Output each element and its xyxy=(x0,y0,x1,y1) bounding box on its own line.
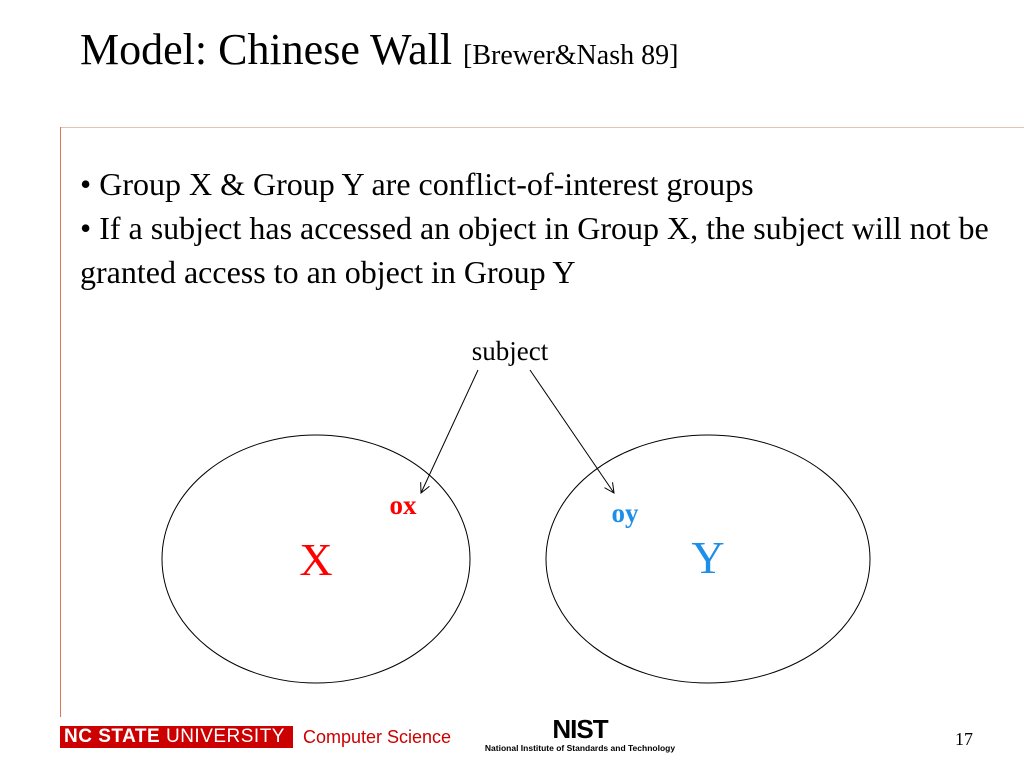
ncsu-wordmark-rest: UNIVERSITY xyxy=(160,726,285,747)
slide-title-main: Model: Chinese Wall xyxy=(80,25,464,74)
group-x-label: X xyxy=(299,534,332,585)
object-ox-label: ox xyxy=(390,490,418,520)
nist-logo: NIST National Institute of Standards and… xyxy=(454,716,706,756)
content-frame-left-rule xyxy=(60,127,61,717)
subject-label: subject xyxy=(472,336,549,366)
bullet-item: • Group X & Group Y are conflict-of-inte… xyxy=(80,166,754,202)
slide-title-citation: [Brewer&Nash 89] xyxy=(463,40,679,71)
ncsu-wordmark: NC STATE UNIVERSITY xyxy=(60,726,293,748)
access-arrow-to-ox xyxy=(421,369,479,493)
bullet-list: • Group X & Group Y are conflict-of-inte… xyxy=(80,162,1010,294)
page-number: 17 xyxy=(955,729,973,749)
content-frame-top-rule xyxy=(60,127,1024,128)
department-label: Computer Science xyxy=(303,727,452,747)
object-oy-label: oy xyxy=(612,498,640,528)
access-arrow-to-oy xyxy=(529,369,614,493)
group-y-label: Y xyxy=(691,532,724,583)
nist-logo-name: National Institute of Standards and Tech… xyxy=(484,743,676,753)
ncsu-wordmark-bold: NC STATE xyxy=(64,726,161,747)
bullet-item: • If a subject has accessed an object in… xyxy=(80,210,989,290)
slide-title: Model: Chinese Wall [Brewer&Nash 89] xyxy=(80,22,678,84)
group-y-ellipse xyxy=(545,434,871,684)
group-x-ellipse xyxy=(161,434,471,684)
nist-logo-mark: NIST xyxy=(552,714,608,744)
ncsu-footer-logo: NC STATE UNIVERSITY Computer Science xyxy=(60,726,451,748)
